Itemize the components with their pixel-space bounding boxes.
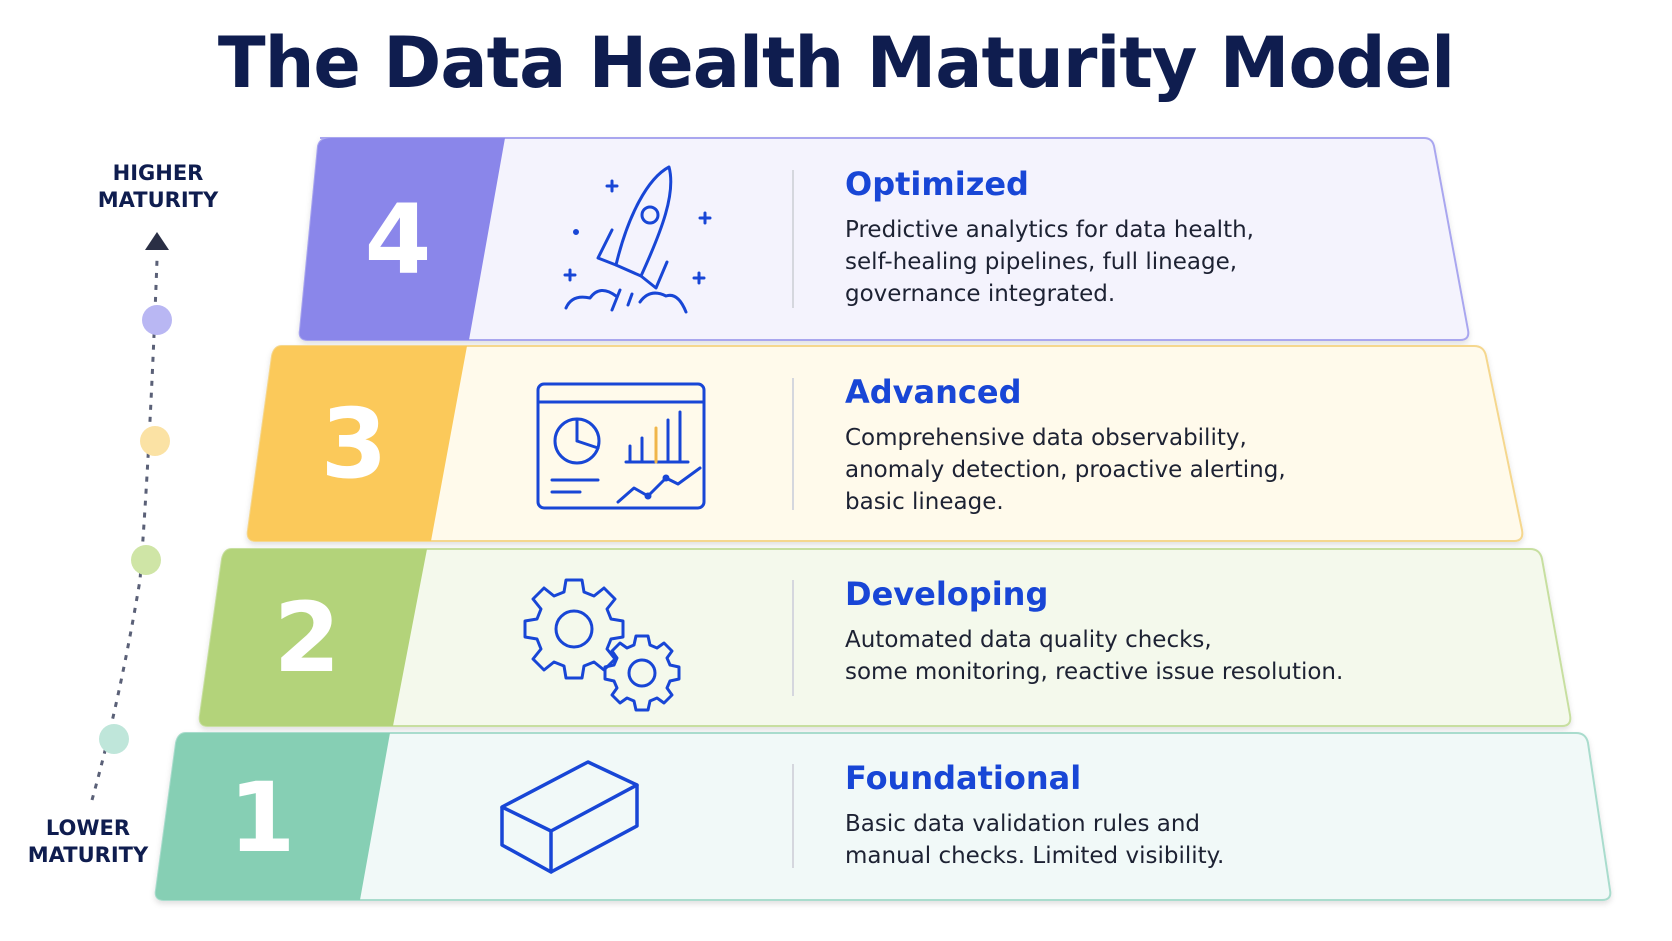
level-1-number-block — [155, 733, 390, 900]
level-2-number-block — [199, 549, 427, 726]
description-line: Comprehensive data observability, — [845, 425, 1247, 451]
description-line: manual checks. Limited visibility. — [845, 843, 1225, 869]
level-4-number-block — [299, 138, 505, 340]
level-3-number-block — [247, 346, 467, 541]
description-line: Predictive analytics for data health, — [845, 217, 1254, 243]
axis-label-lower-maturity: LOWER MATURITY — [0, 815, 178, 869]
axis-label-line: HIGHER — [112, 161, 204, 185]
description-line: governance integrated. — [845, 281, 1116, 307]
dashboard-icon — [536, 382, 706, 510]
level-2-description: Automated data quality checks, some moni… — [845, 624, 1485, 688]
description-line: anomaly detection, proactive alerting, — [845, 457, 1286, 483]
level-4-description: Predictive analytics for data health, se… — [845, 214, 1485, 310]
level-4-number: 4 — [364, 184, 432, 296]
level-2-band — [198, 548, 1572, 727]
level-1-band — [154, 732, 1612, 901]
level-4-text: Optimized Predictive analytics for data … — [845, 164, 1485, 310]
maturity-axis — [90, 232, 172, 801]
page-title: The Data Health Maturity Model — [217, 22, 1455, 104]
level-4-dot — [142, 305, 172, 335]
axis-label-higher-maturity: HIGHER MATURITY — [68, 160, 248, 214]
level-3-title: Advanced — [845, 373, 1022, 411]
level-1-number: 1 — [228, 762, 296, 874]
level-3-description: Comprehensive data observability, anomal… — [845, 422, 1485, 518]
description-line: basic lineage. — [845, 489, 1004, 515]
level-1-title: Foundational — [845, 759, 1082, 797]
rocket-icon — [563, 165, 712, 314]
level-3-text: Advanced Comprehensive data observabilit… — [845, 372, 1485, 518]
axis-label-line: MATURITY — [97, 188, 219, 212]
level-2-number: 2 — [273, 582, 341, 694]
description-line: Basic data validation rules and — [845, 811, 1201, 837]
axis-label-line: MATURITY — [27, 843, 149, 867]
description-line: self-healing pipelines, full lineage, — [845, 249, 1238, 275]
level-1-dot — [99, 724, 129, 754]
level-3-dot — [140, 426, 170, 456]
level-3-number: 3 — [320, 388, 388, 500]
level-2-text: Developing Automated data quality checks… — [845, 574, 1485, 688]
brick-icon — [500, 760, 639, 874]
description-line: Automated data quality checks, — [845, 627, 1212, 653]
level-1-description: Basic data validation rules and manual c… — [845, 808, 1485, 872]
level-1-text: Foundational Basic data validation rules… — [845, 758, 1485, 872]
arrow-up-icon — [145, 232, 169, 250]
level-4-band — [298, 137, 1470, 341]
level-2-title: Developing — [845, 575, 1049, 613]
gears-icon — [523, 578, 681, 712]
level-4-title: Optimized — [845, 165, 1029, 203]
description-line: some monitoring, reactive issue resoluti… — [845, 659, 1344, 685]
axis-label-line: LOWER — [45, 816, 131, 840]
level-2-dot — [131, 545, 161, 575]
